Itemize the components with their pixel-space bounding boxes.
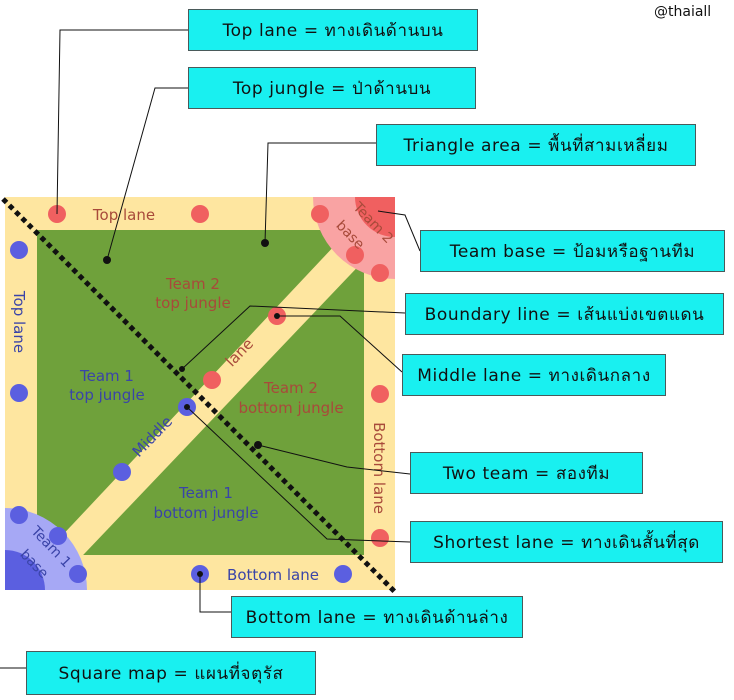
callout-team-base: Team base = ป้อมหรือฐานทีม (420, 230, 725, 272)
team2-top-jungle-1: Team 2 (165, 275, 220, 293)
team1-base-core (5, 550, 45, 590)
leader-lines (0, 29, 421, 669)
callout-shortest-lane: Shortest lane = ทางเดินสั้นที่สุด (410, 521, 723, 563)
callout-square-map: Square map = แผนที่จตุรัส (26, 651, 316, 695)
tower (371, 385, 389, 403)
tower (371, 529, 389, 547)
callout-middle-lane: Middle lane = ทางเดินกลาง (402, 354, 666, 396)
team1-bottom-jungle-2: bottom jungle (153, 504, 258, 522)
team2-base-core (355, 197, 395, 237)
tower (191, 205, 209, 223)
team1-top-jungle-2: top jungle (69, 386, 144, 404)
team2-bottom-jungle-2: bottom jungle (238, 399, 343, 417)
team1-top-jungle-1: Team 1 (79, 367, 134, 385)
callout-bottom-lane: Bottom lane = ทางเดินด้านล่าง (231, 596, 523, 638)
leader-boundary (181, 305, 406, 370)
middle-lane-band (25, 210, 390, 590)
credit-label: @thaiall (654, 4, 712, 20)
leader-top-lane (56, 29, 188, 215)
callout-boundary-line: Boundary line = เส้นแบ่งเขตแดน (405, 293, 724, 335)
tower (10, 384, 28, 402)
callout-top-jungle: Top jungle = ป่าด้านบน (188, 67, 476, 109)
lane-label-right: Bottom lane (370, 422, 388, 514)
leader-shortest (186, 406, 411, 543)
team1-bottom-jungle-1: Team 1 (178, 484, 233, 502)
lane-label-bottom: Bottom lane (227, 566, 319, 584)
tower (311, 205, 329, 223)
tower (10, 241, 28, 259)
lane-label-left: Top lane (10, 290, 28, 353)
tower (203, 371, 221, 389)
callout-triangle-area: Triangle area = พื้นที่สามเหลี่ยม (376, 124, 696, 166)
callout-two-team: Two team = สองทีม (410, 452, 643, 494)
leader-middle-lane (277, 315, 403, 373)
leader-bottom-lane (199, 574, 231, 613)
team1-towers (10, 241, 352, 583)
team2-towers (48, 205, 389, 547)
leader-two-team (257, 444, 411, 475)
tower (10, 506, 28, 524)
leader-top-jungle (106, 87, 188, 261)
tower (334, 565, 352, 583)
tower (371, 264, 389, 282)
callout-top-lane: Top lane = ทางเดินด้านบน (188, 9, 478, 51)
tower (69, 565, 87, 583)
square-map (5, 197, 395, 590)
boundary-line (1, 197, 397, 594)
team2-bottom-jungle-1: Team 2 (263, 379, 318, 397)
leader-triangle (264, 142, 376, 244)
lane-label-top: Top lane (92, 206, 155, 224)
tower (113, 463, 131, 481)
leader-team-base (377, 210, 421, 252)
team2-top-jungle-2: top jungle (155, 294, 230, 312)
tower (346, 246, 364, 264)
tower (49, 527, 67, 545)
